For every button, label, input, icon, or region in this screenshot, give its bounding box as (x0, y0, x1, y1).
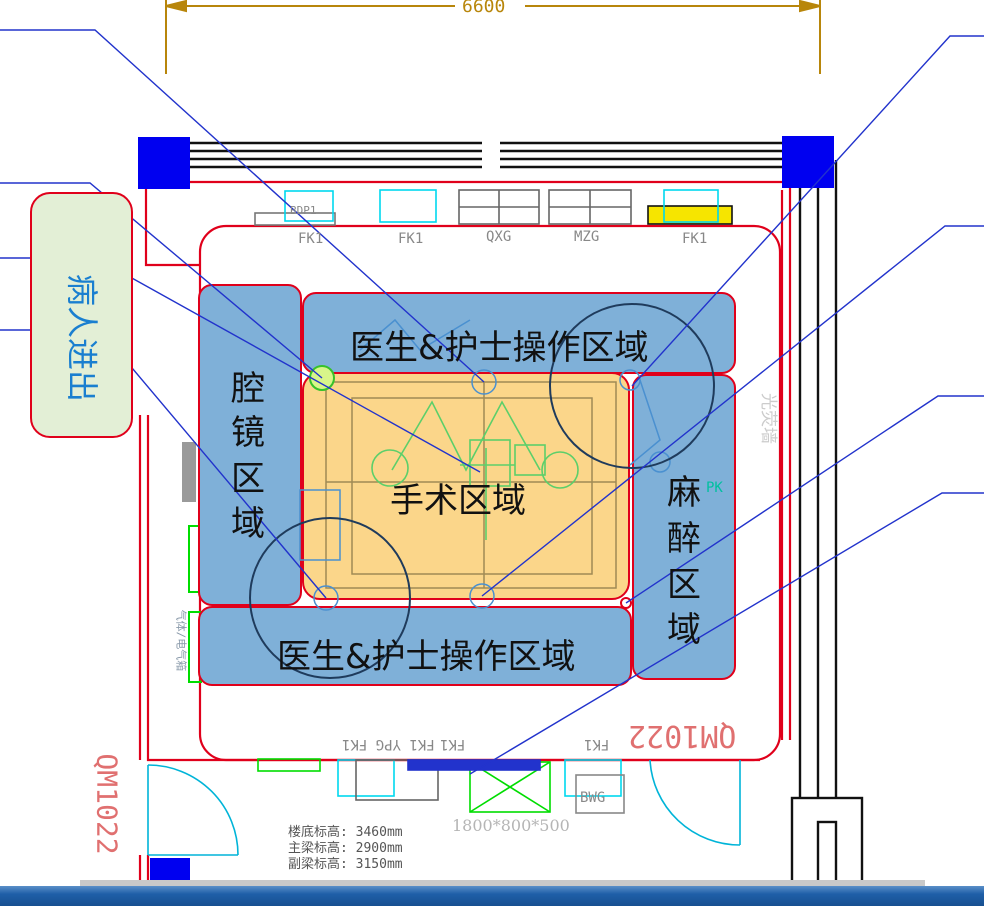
left-side-panel-label: 气体/电气箱 (174, 609, 188, 672)
dark-rotation-arcs (249, 303, 715, 679)
equipment-label-top-5: FK1 (682, 231, 708, 247)
surgical-equipment-arms (371, 400, 579, 540)
column-top-left (138, 137, 190, 189)
door-code-right: QM1022 (628, 718, 737, 753)
equipment-label-bottom-3: FK1 (584, 736, 610, 752)
surgical-table-outline (325, 381, 617, 589)
dimension-line (165, 0, 821, 74)
zone-operator-top (302, 292, 736, 374)
anesthesia-equipment-arms (299, 318, 671, 611)
anesthesia-char-1: 麻 (667, 473, 701, 513)
equipment-label-top-3: QXG (486, 229, 512, 245)
equipment-label-bottom-2: FK1 (440, 736, 466, 752)
equipment-label-bottom-1: FK1 YPG FK1 (342, 736, 435, 752)
left-wall-device (182, 442, 196, 502)
dimension-label: 6600 (460, 0, 508, 17)
scroll-strip (80, 880, 925, 888)
zone-endoscope (198, 284, 302, 606)
equipment-label-top-small: BDP1 (290, 204, 317, 217)
endoscope-char-3: 区 (231, 459, 265, 499)
anesthesia-char-3: 区 (667, 565, 701, 605)
bottom-window-band (0, 886, 984, 906)
operator-bottom-label: 医生&护士操作区域 (277, 637, 576, 677)
zone-anesthesia (632, 374, 736, 680)
bottom-equipment (257, 758, 625, 814)
height-note-1: 楼底标高: 3460mm (288, 825, 403, 840)
equipment-label-top-4: MZG (574, 229, 600, 245)
pk-label: PK (706, 480, 723, 496)
anesthesia-char-4: 域 (667, 610, 701, 650)
endoscope-char-2: 镜 (231, 413, 265, 453)
bwg-label: BWG (580, 790, 606, 806)
side-wall-label: 光荧墙 (758, 393, 778, 444)
equipment-label-top-1: FK1 (298, 231, 324, 247)
operator-top-label: 医生&护士操作区域 (350, 328, 649, 368)
patient-entry-box (30, 192, 133, 438)
column-bottom-left (150, 858, 190, 882)
top-equipment (254, 189, 733, 226)
door-left (147, 764, 239, 856)
surgery-label: 手术区域 (390, 481, 526, 521)
endoscope-char-4: 域 (231, 504, 265, 544)
patient-entry-label: 病人进出 (63, 274, 101, 403)
box-size-label: 1800*800*500 (452, 816, 570, 835)
height-note-3: 副梁标高: 3150mm (288, 857, 403, 872)
column-top-right (782, 136, 834, 188)
equipment-label-top-2: FK1 (398, 231, 424, 247)
zone-surgery (302, 372, 630, 600)
zone-operator-bottom (198, 606, 632, 686)
door-right (649, 759, 741, 846)
endoscope-char-1: 腔 (231, 369, 265, 409)
red-point-marker (620, 597, 632, 609)
door-code-left: QM1022 (90, 753, 124, 855)
anesthesia-char-2: 醉 (667, 519, 701, 559)
height-note-2: 主梁标高: 2900mm (288, 841, 403, 856)
